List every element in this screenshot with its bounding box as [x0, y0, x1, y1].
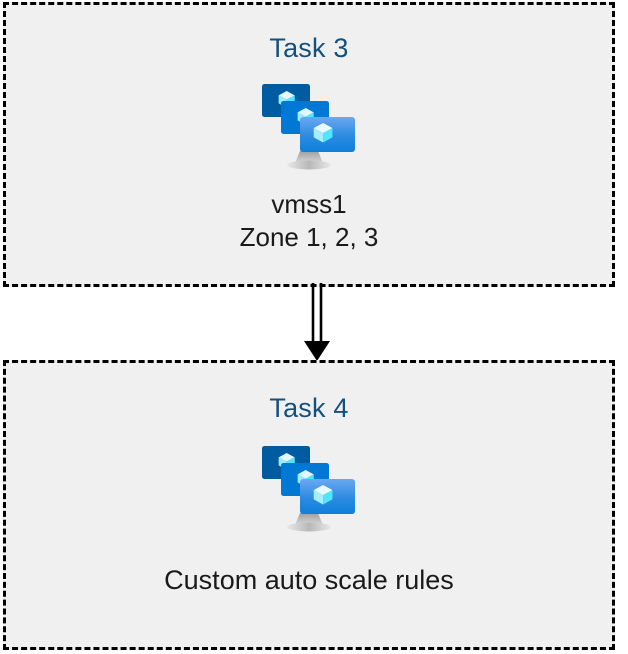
task-4-caption: Custom auto scale rules [164, 564, 454, 598]
task-box-task-3: Task 3 [3, 2, 615, 287]
task-4-caption-line-1: Custom auto scale rules [164, 565, 454, 595]
task-3-caption-line-1: vmss1 [271, 189, 347, 219]
task-box-task-4: Task 4 [3, 360, 615, 650]
azure-vm-scale-set-icon [262, 84, 355, 170]
task-4-title: Task 4 [269, 393, 349, 423]
connector-arrow-task3-to-task4 [304, 283, 330, 361]
task-3-title: Task 3 [269, 33, 349, 63]
task-3-caption-line-2: Zone 1, 2, 3 [239, 222, 379, 253]
task-3-caption: vmss1 Zone 1, 2, 3 [240, 188, 379, 254]
azure-vm-scale-set-icon [262, 446, 355, 532]
